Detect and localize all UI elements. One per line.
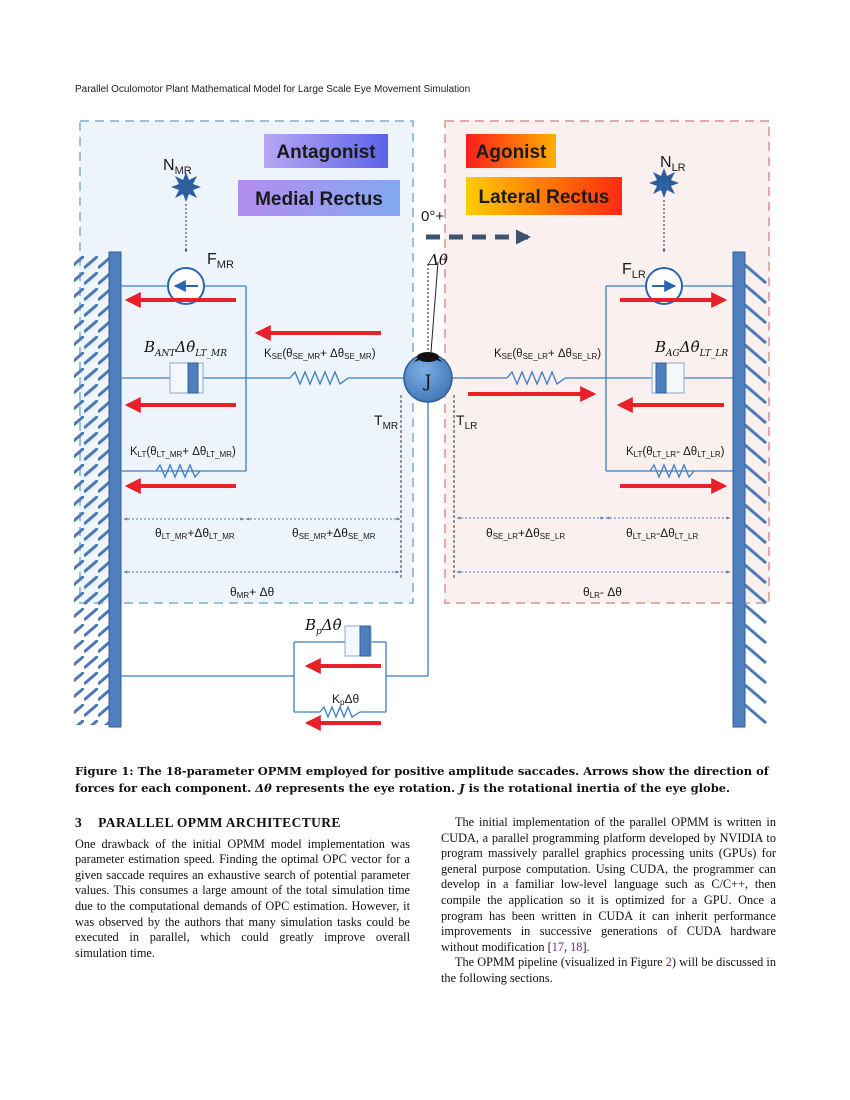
f-mr-label: FMR [207,251,234,271]
j-label: J [423,372,432,392]
left-wall [74,251,122,728]
agonist-label: Agonist [476,142,547,163]
medial-rectus-label: Medial Rectus [255,189,383,210]
n-mr-label: NMR [163,157,192,177]
right-wall [732,251,767,728]
caption-part1: The 18-parameter OPMM employed for posit… [75,764,769,795]
klt-mr-label: KLT(θLT_MR+ ΔθLT_MR) [130,446,236,459]
kse-mr-spring-icon [289,370,349,386]
dim-se-mr-label: θSE_MR+ΔθSE_MR [292,526,376,541]
dim-lr-total-label: θLR- Δθ [583,585,622,600]
dim-lt-mr-label: θLT_MR+ΔθLT_MR [155,526,235,541]
right-paragraph-2: The OPMM pipeline (visualized in Figure … [441,955,776,985]
n-lr-star-icon [649,168,679,198]
klt-lr-label: KLT(θLT_LR- ΔθLT_LR) [626,446,725,459]
antagonist-label: Antagonist [276,142,376,163]
agonist-box [466,134,556,168]
caption-delta-theta: Δθ [255,781,272,795]
eye-rotation-line-1 [430,261,439,353]
zero-plus-label: 0°+ [421,208,444,225]
kse-mr-label: KSE(θSE_MR+ ΔθSE_MR) [264,348,376,361]
t-mr-label: TMR [374,412,398,432]
passive-circuit-wiring [121,641,428,713]
b-ag-label: BAGΔθ̇LT_LR [654,338,728,359]
figure-2-link[interactable]: 2 [665,955,672,970]
mr-circuit-wiring [121,285,404,479]
mr-force-arrows [124,292,381,731]
section-heading: 3 PARALLEL OPMM ARCHITECTURE [75,815,410,831]
dimension-lines [123,516,731,574]
caption-part2: represents the eye rotation. [275,781,456,795]
caption-j: J [459,781,465,795]
n-lr-label: NLR [660,154,686,174]
right-paragraph-1: The initial implementation of the parall… [441,815,776,954]
citation-17[interactable]: 17 [551,939,564,954]
n-mr-star-icon [171,172,201,202]
kp-label: KpΔθ [332,692,359,707]
section-title: PARALLEL OPMM ARCHITECTURE [98,815,341,830]
b-ag-dashpot-icon [651,362,685,394]
delta-theta-label: Δθ [427,251,448,269]
lr-circuit-wiring [452,285,733,479]
kp-spring-icon [319,705,361,719]
bp-label: BpΔθ̇ [304,616,342,637]
antagonist-box [264,134,388,168]
b-ant-dashpot-icon [169,362,204,394]
lateral-rectus-box [466,177,622,215]
section-number: 3 [75,815,83,830]
f-lr-label: FLR [622,261,646,281]
dim-mr-total-label: θMR+ Δθ [230,585,274,600]
bp-dashpot-icon [344,625,372,657]
medial-rectus-box [238,180,400,216]
kse-lr-spring-icon [506,370,566,386]
kse-lr-label: KSE(θSE_LR+ ΔθSE_LR) [494,348,601,361]
figure-caption: Figure 1: The 18-parameter OPMM employed… [75,763,775,797]
b-ant-label: BANTΔθ̇LT_MR [143,338,227,359]
right-column: The initial implementation of the parall… [441,815,776,987]
dim-se-lr-label: θSE_LR+ΔθSE_LR [486,526,565,541]
running-title: Parallel Oculomotor Plant Mathematical M… [75,84,471,95]
dim-lt-lr-label: θLT_LR-ΔθLT_LR [626,526,698,541]
caption-label: Figure 1: [75,764,134,778]
lr-force-arrows [468,292,728,494]
t-lr-label: TLR [456,412,477,432]
citation-18[interactable]: 18 [570,939,583,954]
left-column: 3 PARALLEL OPMM ARCHITECTURE One drawback… [75,815,410,961]
caption-part3: is the rotational inertia of the eye glo… [468,781,731,795]
left-paragraph: One drawback of the initial OPMM model i… [75,836,410,960]
opmm-figure: Antagonist Medial Rectus Agonist Lateral… [74,120,770,731]
lateral-rectus-label: Lateral Rectus [479,187,610,208]
